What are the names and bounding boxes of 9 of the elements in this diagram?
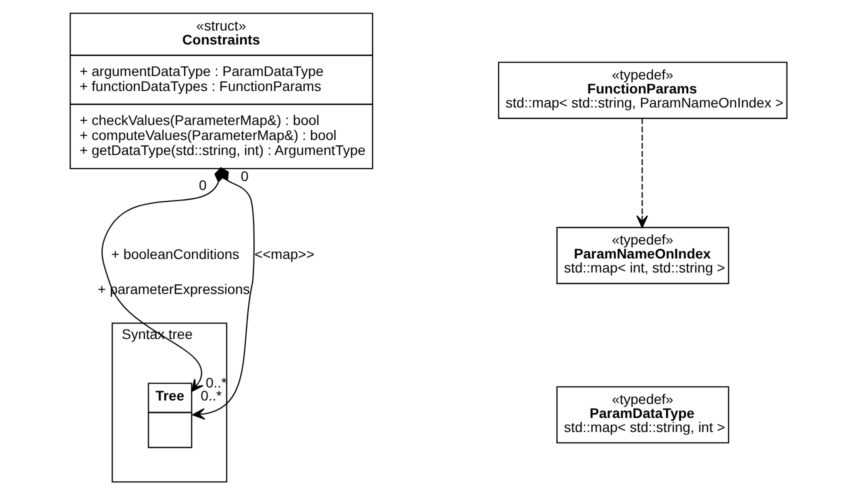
label: + booleanConditions: [110, 246, 239, 262]
node-box: «typedef» FunctionParams std::map< std::string, ParamNameOnIndex >: [498, 62, 787, 119]
edge-label: <<map>>: [254, 246, 314, 262]
label: 0: [240, 168, 248, 184]
label: 0..*: [200, 388, 222, 404]
node-box: «typedef» ParamNameOnIndex std::map< int, std::string >: [556, 226, 729, 284]
label: 0: [198, 176, 206, 193]
node-box: «typedef» ParamDataType std::map< std::string, int >: [556, 386, 729, 444]
arrow: [636, 118, 648, 228]
